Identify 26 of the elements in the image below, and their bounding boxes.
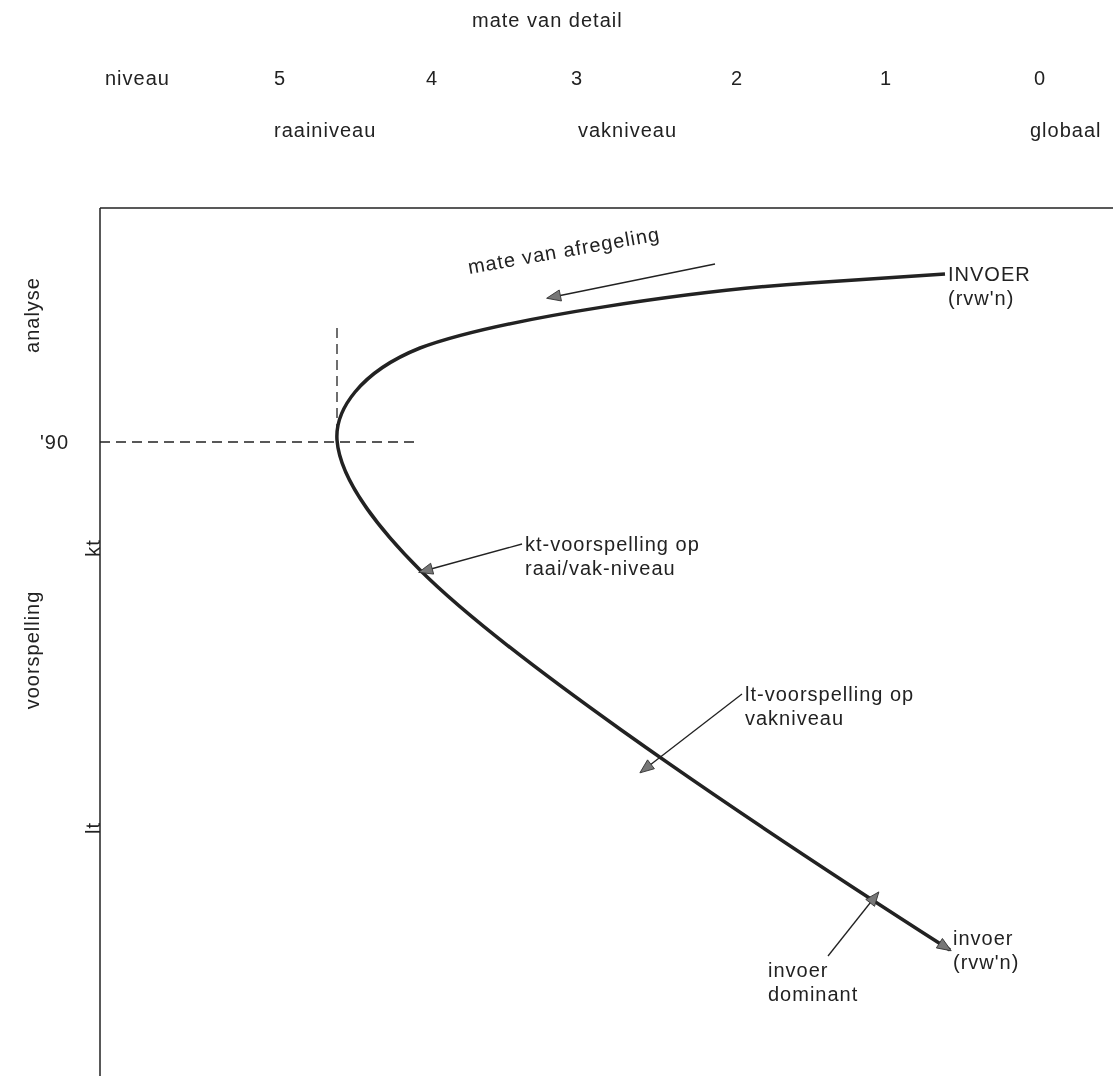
leader-arrow <box>827 891 880 957</box>
curve-arrow <box>335 272 952 952</box>
label-text: 2 <box>731 66 744 90</box>
label-text: niveau <box>105 66 170 90</box>
label-text: '90 <box>40 430 70 454</box>
label-text: mate van detail <box>472 8 623 32</box>
label-text: mate van afregeling <box>465 221 662 279</box>
leader-arrow <box>418 543 523 575</box>
label-text: raainiveau <box>274 118 377 142</box>
annotation-text: invoer dominant <box>768 958 868 1006</box>
annotation-text: invoer (rvw'n) <box>953 926 1043 974</box>
label-text: 5 <box>274 66 287 90</box>
annotation-text: INVOER (rvw'n) <box>948 262 1038 310</box>
axis-label: analyse <box>19 277 44 353</box>
label-text: 0 <box>1034 66 1047 90</box>
annotation-text: lt-voorspelling op vakniveau <box>745 682 925 730</box>
label-text: globaal <box>1030 118 1102 142</box>
label-text: vakniveau <box>578 118 678 142</box>
leader-arrow <box>639 693 743 774</box>
axis-label: lt <box>81 822 105 834</box>
label-text: 4 <box>426 66 439 90</box>
label-text: 3 <box>571 66 584 90</box>
annotation-text: kt-voorspelling op raai/vak-niveau <box>525 532 710 580</box>
axis-label: voorspelling <box>19 590 44 710</box>
label-text: 1 <box>880 66 893 90</box>
axis-label: kt <box>80 539 105 557</box>
